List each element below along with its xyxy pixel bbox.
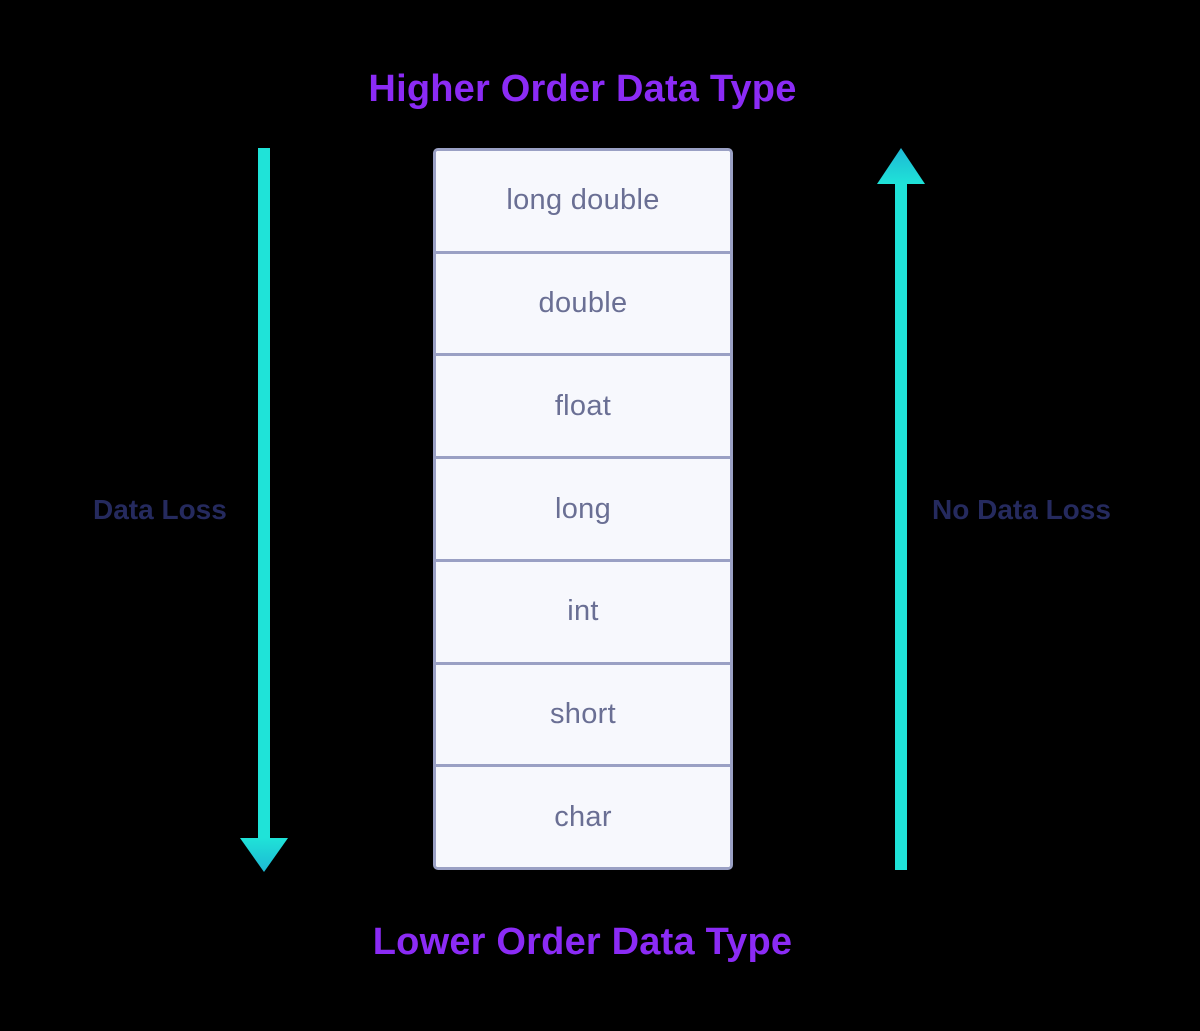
- data-type-row: short: [436, 664, 730, 768]
- data-type-label: char: [554, 800, 612, 833]
- data-type-label: float: [554, 389, 612, 422]
- higher-order-title: Higher Order Data Type: [368, 68, 797, 110]
- data-loss-label: Data Loss: [93, 494, 227, 525]
- no-data-loss-label: No Data Loss: [932, 494, 1111, 525]
- data-type-row: int: [436, 561, 730, 665]
- arrow-up-icon: [877, 148, 925, 870]
- data-type-label: long double: [506, 184, 660, 217]
- data-type-label: double: [538, 287, 628, 320]
- lower-order-title: Lower Order Data Type: [372, 921, 793, 963]
- data-type-stack: long double double float long int short …: [433, 148, 733, 870]
- arrow-down-icon: [240, 148, 288, 872]
- data-type-row: long: [436, 459, 730, 562]
- data-type-row: double: [436, 253, 730, 357]
- data-type-row: long double: [436, 151, 730, 254]
- data-type-row: float: [436, 356, 730, 460]
- data-type-label: short: [550, 697, 616, 730]
- data-type-row: char: [436, 767, 730, 867]
- data-type-label: long: [554, 492, 612, 525]
- data-type-label: int: [567, 595, 599, 628]
